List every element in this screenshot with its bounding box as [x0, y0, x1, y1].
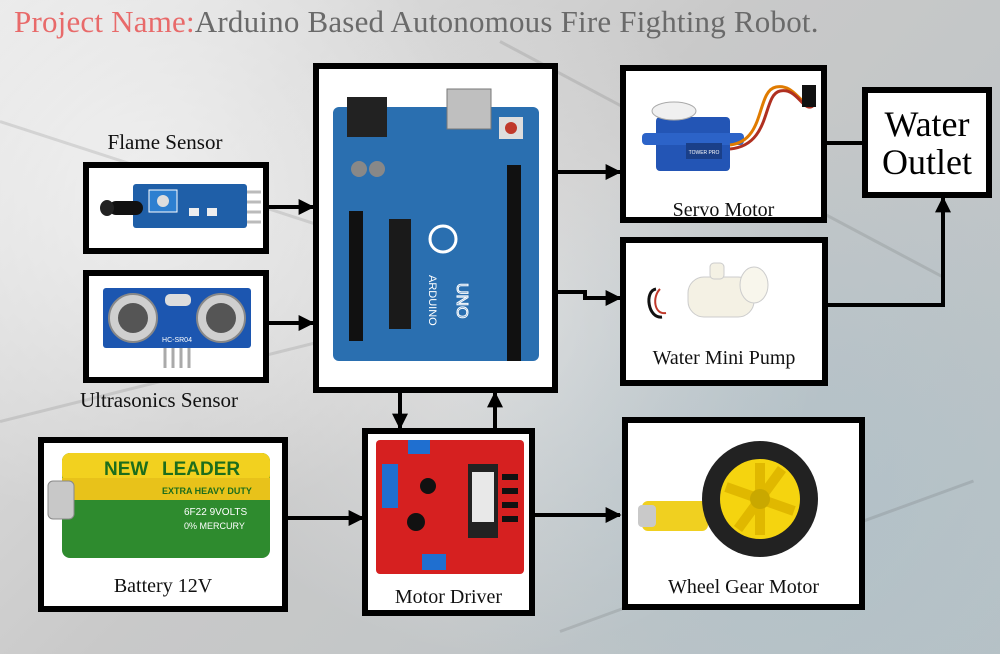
water-pump-label: Water Mini Pump	[652, 347, 796, 369]
arduino-image: ARDUINO UNO	[333, 88, 539, 361]
arduino-model-text: UNO	[453, 283, 470, 319]
flame-sensor-block	[83, 162, 269, 254]
title-text: Arduino Based Autonomous Fire Fighting R…	[194, 4, 819, 39]
arduino-block: ARDUINO UNO	[313, 63, 558, 393]
water-outlet-line1: Water	[884, 103, 970, 144]
ultrasonic-sensor-block: HC-SR04	[83, 270, 269, 383]
wheel-motor-block: Wheel Gear Motor	[622, 417, 865, 610]
battery-duty-text: EXTRA HEAVY DUTY	[162, 486, 252, 496]
ultrasonic-sensor-label: Ultrasonics Sensor	[79, 388, 239, 412]
arrow-pump-to-outlet	[828, 196, 951, 307]
water-pump-block: Water Mini Pump	[620, 237, 828, 386]
water-outlet-block: Water Outlet	[862, 87, 992, 198]
flame-sensor-label: Flame Sensor	[107, 130, 223, 154]
battery-label: Battery 12V	[113, 575, 213, 597]
servo-motor-block: TOWER PRO Servo Motor	[620, 65, 827, 223]
battery-brand-leader: LEADER	[162, 459, 240, 480]
water-pump-image	[647, 262, 769, 319]
battery-image: NEW LEADER EXTRA HEAVY DUTY 6F22 9VOLTS …	[47, 453, 270, 558]
battery-model-text: 6F22 9VOLTS	[184, 507, 248, 518]
flame-sensor-image	[100, 184, 261, 228]
ultrasonic-model-text: HC-SR04	[162, 337, 192, 344]
servo-motor-image: TOWER PRO	[642, 85, 816, 171]
wheel-motor-image	[638, 441, 818, 557]
ultrasonic-sensor-image: HC-SR04	[103, 288, 251, 368]
motor-driver-image	[376, 440, 524, 574]
servo-motor-label: Servo Motor	[672, 199, 775, 221]
battery-brand-new: NEW	[104, 459, 148, 480]
title-prefix: Project Name:	[14, 4, 195, 39]
motor-driver-label: Motor Driver	[394, 586, 503, 608]
water-outlet-line2: Outlet	[882, 141, 972, 182]
battery-block: NEW LEADER EXTRA HEAVY DUTY 6F22 9VOLTS …	[38, 437, 288, 612]
page-title: Project Name:Arduino Based Autonomous Fi…	[14, 4, 819, 40]
wheel-motor-label: Wheel Gear Motor	[667, 576, 820, 598]
arrow-arduino-to-pump	[558, 290, 622, 306]
battery-mercury-text: 0% MERCURY	[184, 521, 245, 531]
motor-driver-block: Motor Driver	[362, 428, 535, 616]
servo-model-text: TOWER PRO	[689, 150, 720, 156]
arduino-brand-text: ARDUINO	[426, 275, 438, 326]
